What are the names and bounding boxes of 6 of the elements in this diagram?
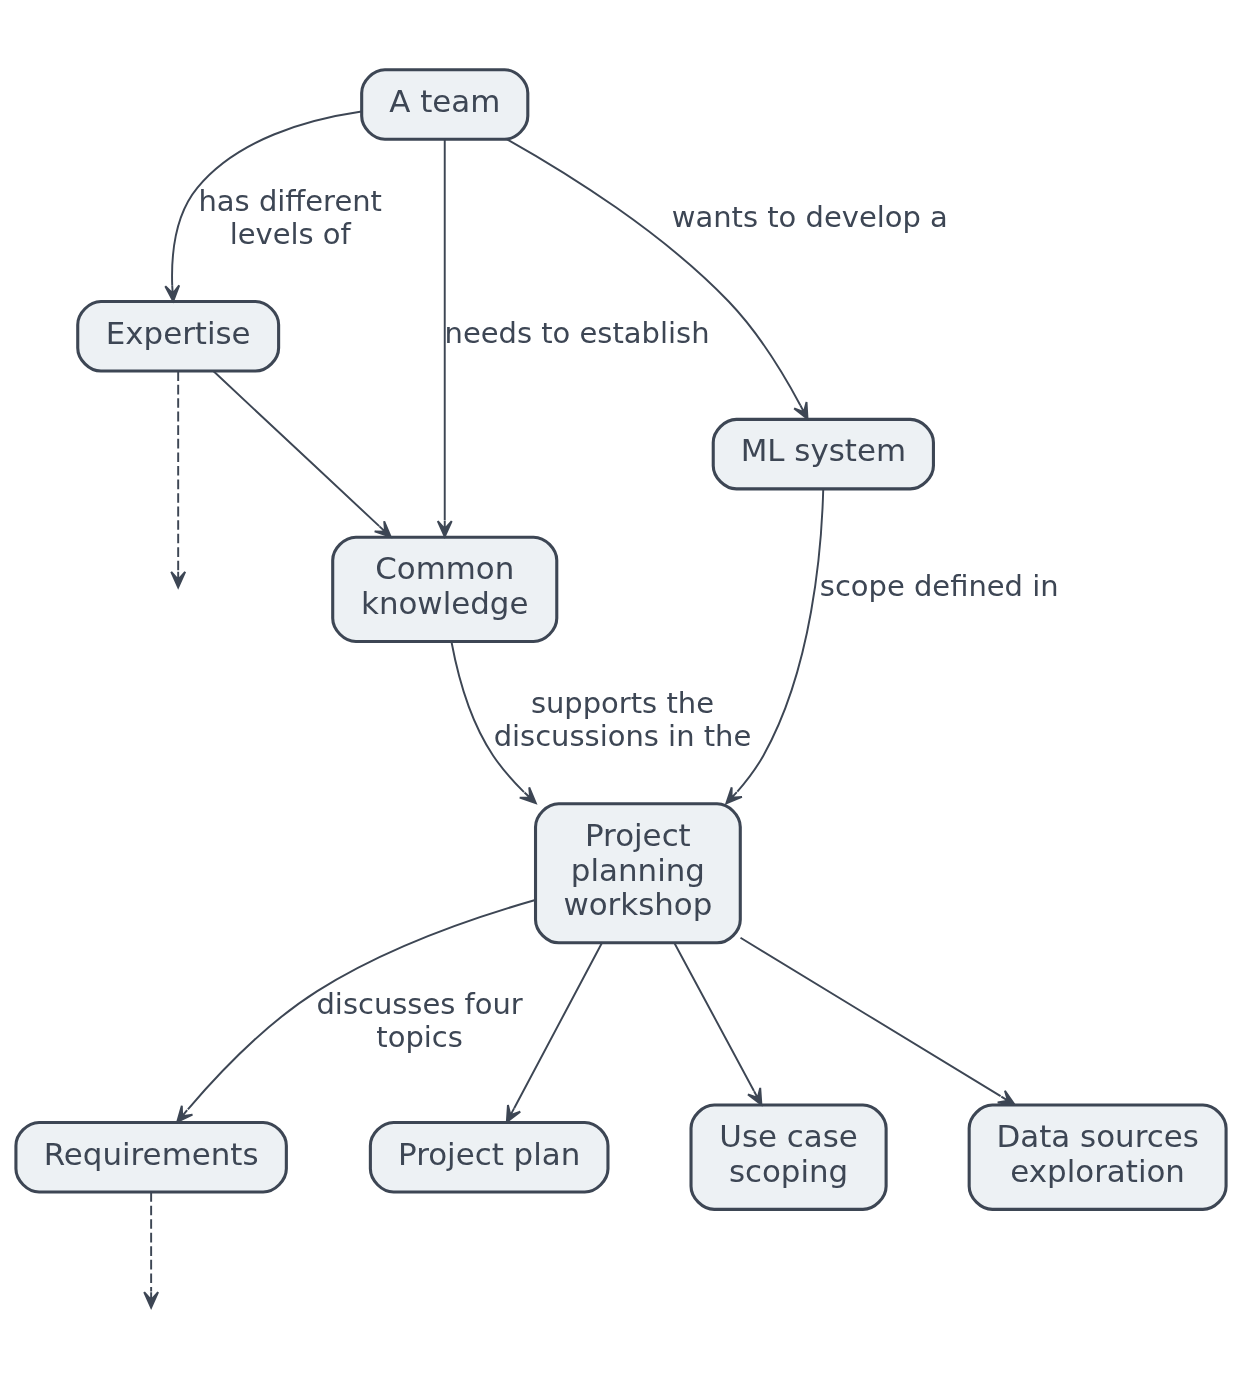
- edge-label: supports the discussions in the: [493, 685, 752, 753]
- edge-label: discusses four topics: [316, 986, 523, 1054]
- edge-label: wants to develop a: [671, 199, 948, 234]
- edge-label: needs to establish: [444, 315, 710, 350]
- edge-label: has different levels of: [198, 183, 382, 251]
- edge-label: scope defined in: [819, 568, 1059, 603]
